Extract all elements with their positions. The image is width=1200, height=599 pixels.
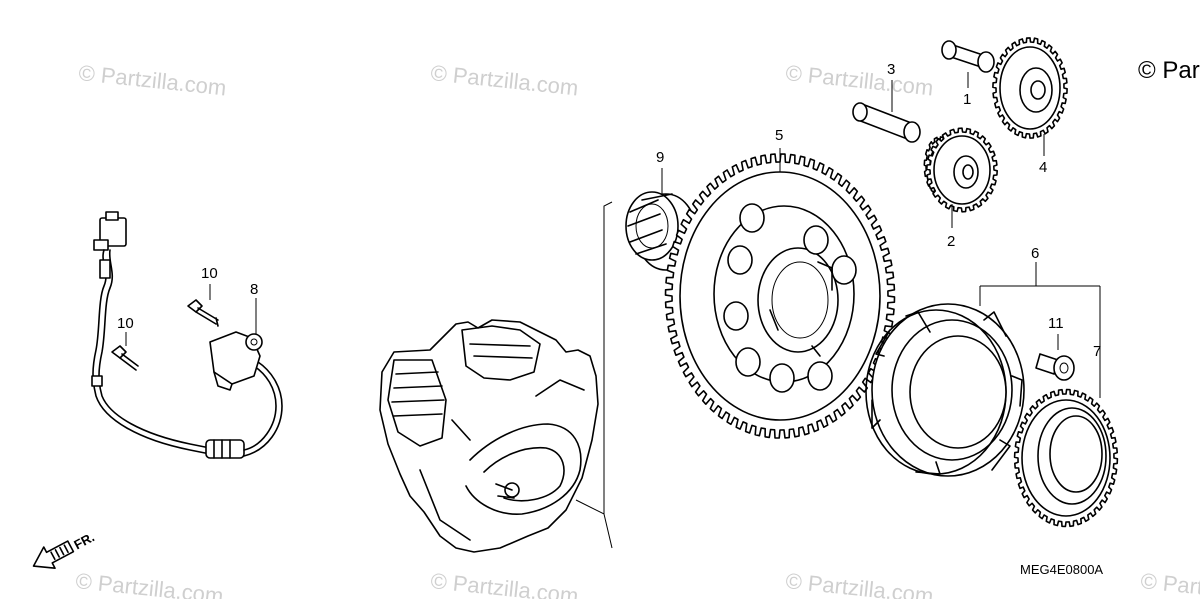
callout-10-lower: 10	[117, 315, 134, 332]
engine-block	[379, 201, 613, 553]
clutch-bore	[909, 335, 1007, 449]
pulse-sensor-eye	[245, 333, 263, 351]
engine-fins-right	[469, 343, 533, 359]
watermarks: © Partzilla.com © Partzilla.com © Partzi…	[74, 60, 1200, 599]
watermark-7: © Partzilla.com	[1139, 568, 1200, 599]
harness-cable-outer	[98, 249, 211, 449]
gear-2	[923, 127, 998, 213]
engine-case-detail	[465, 423, 582, 515]
sensor-cable	[243, 365, 277, 451]
harness-plug-ribs	[213, 439, 231, 459]
engine-shaft	[495, 483, 515, 499]
pulse-sensor-tip	[213, 371, 233, 391]
pulse-sensor-eye-hole	[250, 338, 258, 346]
bolt-lower	[111, 345, 139, 371]
callout-6: 6	[1031, 245, 1039, 262]
driven-gear-hub	[757, 247, 839, 353]
watermark-5: © Partzilla.com	[429, 568, 579, 599]
callout-9: 9	[656, 149, 664, 166]
driven-gear	[664, 153, 896, 439]
engine-lower	[419, 379, 585, 541]
arrow-hatch	[50, 544, 69, 561]
watermark-1: © Partzilla.com	[77, 60, 227, 100]
driven-gear-keys	[769, 261, 833, 357]
leader-lines	[125, 72, 1101, 398]
callout-2: 2	[947, 233, 955, 250]
clutch-bolt	[1035, 353, 1075, 381]
bolt-upper	[187, 299, 219, 327]
watermark-3: © Partzilla.com	[784, 60, 934, 100]
watermark-6: © Partzilla.com	[784, 568, 934, 599]
engine-case-detail-2	[483, 446, 565, 502]
clutch-segments	[871, 311, 1023, 475]
engine-outline	[379, 319, 599, 553]
harness-sleeve-1	[99, 259, 111, 279]
assembly-bracket	[575, 201, 613, 549]
arrow-icon	[32, 540, 75, 570]
harness-connector-base	[93, 239, 109, 251]
driven-gear-holes	[723, 203, 857, 393]
direction-label: FR.	[71, 529, 97, 552]
engine-cylinder-right	[461, 325, 541, 381]
sensor-harness	[91, 211, 283, 459]
diagram-code: MEG4E0800A	[1020, 562, 1103, 577]
callout-3: 3	[887, 61, 895, 78]
callouts: 1 2 3 4 5 6 7 8 9 10 10 11	[117, 61, 1101, 360]
clutch-inner-ring	[891, 319, 1013, 461]
clutch-ring	[1013, 388, 1119, 528]
gear-4	[992, 37, 1068, 139]
engine-cylinder-left	[387, 359, 447, 447]
copyright-corner: © Par	[1138, 57, 1200, 84]
shaft-3	[852, 102, 921, 143]
one-way-clutch	[865, 303, 1025, 477]
harness-connector-tab	[105, 211, 119, 221]
callout-11: 11	[1048, 315, 1064, 332]
harness-sleeve-2	[91, 375, 103, 387]
sensor-cable-outer	[243, 361, 283, 457]
callout-5: 5	[775, 127, 783, 144]
callout-4: 4	[1039, 159, 1047, 176]
harness-cable	[92, 249, 211, 455]
driven-gear-bore	[771, 261, 829, 339]
callout-10-upper: 10	[201, 265, 218, 282]
shaft-1	[941, 40, 995, 73]
harness-plug	[205, 439, 245, 459]
watermark-2: © Partzilla.com	[429, 60, 579, 100]
callout-8: 8	[250, 281, 258, 298]
engine-fins-left	[391, 371, 445, 417]
callout-7: 7	[1093, 343, 1101, 360]
callout-1: 1	[963, 91, 971, 108]
watermark-4: © Partzilla.com	[74, 568, 224, 599]
